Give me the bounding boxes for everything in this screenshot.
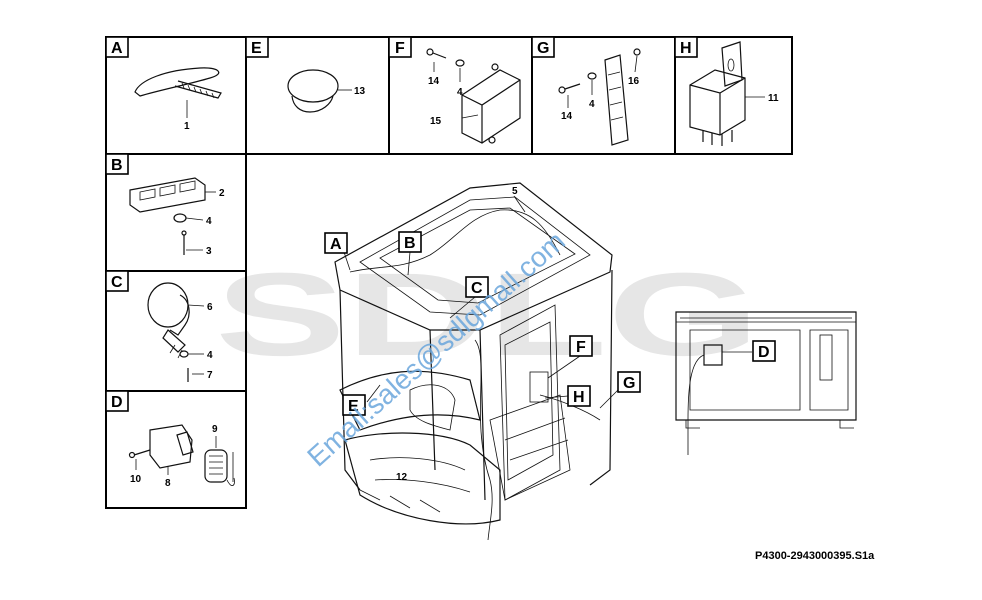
radio-handset-part — [128, 424, 235, 487]
panel-d-letter: D — [111, 394, 123, 411]
side-tag-d: D — [752, 340, 776, 362]
panel-h-letter: H — [680, 40, 692, 57]
panel-e-callout-13: 13 — [354, 86, 366, 97]
drawing-code: P4300-2943000395.S1a — [755, 550, 875, 562]
panel-b-callout-2: 2 — [219, 188, 225, 199]
svg-text:F: F — [576, 339, 586, 356]
main-tag-f: F — [569, 335, 593, 357]
panel-b-callout-3: 3 — [206, 246, 212, 257]
main-callout-5: 5 — [512, 186, 518, 197]
panel-h-callout-11: 11 — [768, 93, 779, 104]
panel-a-tag — [105, 36, 129, 58]
svg-text:B: B — [404, 235, 416, 252]
panel-d-tag — [105, 390, 129, 412]
panel-c-callout-7: 7 — [207, 370, 213, 381]
rear-view-illustration — [675, 311, 857, 455]
main-tag-c: C — [465, 276, 489, 298]
panel-e-tag — [245, 36, 269, 58]
panel-c-callout-4: 4 — [207, 350, 213, 361]
panel-g-callout-16: 16 — [628, 76, 640, 87]
panel-c-callout-6: 6 — [207, 302, 213, 313]
main-callout-12: 12 — [396, 472, 408, 483]
panel-b-letter: B — [111, 157, 123, 174]
watermark-brand: SDLG — [215, 249, 760, 381]
svg-text:D: D — [758, 344, 770, 361]
panel-d-frame — [105, 390, 247, 509]
panel-f-callout-15: 15 — [430, 116, 442, 127]
panel-d-callout-10: 10 — [130, 474, 142, 485]
panel-f-callout-4: 4 — [457, 87, 463, 98]
mounting-bracket-part — [558, 48, 641, 146]
watermark-logo: SDLG — [215, 249, 760, 381]
panel-f-letter: F — [395, 40, 405, 57]
panel-g-callout-14: 14 — [561, 111, 573, 122]
main-tag-g: G — [617, 371, 641, 393]
cab-illustration — [334, 182, 613, 541]
svg-text:A: A — [330, 236, 342, 253]
lamp-housing-part — [129, 177, 216, 255]
panel-d-callout-8: 8 — [165, 478, 171, 489]
speaker-part — [147, 282, 205, 382]
panel-c-letter: C — [111, 274, 123, 291]
main-leader-lines — [343, 195, 619, 409]
plug-part — [287, 69, 352, 113]
panel-g-callout-4: 4 — [589, 99, 595, 110]
panel-h-tag — [674, 36, 698, 58]
svg-text:H: H — [573, 389, 585, 406]
panel-f-tag — [388, 36, 412, 58]
panel-e-letter: E — [251, 40, 262, 57]
svg-text:C: C — [471, 280, 483, 297]
panel-h-frame — [674, 36, 793, 155]
panel-g-tag — [531, 36, 555, 58]
cable-tie-part — [134, 67, 222, 118]
svg-text:E: E — [348, 398, 359, 415]
panel-a-letter: A — [111, 40, 123, 57]
panel-f-callout-14: 14 — [428, 76, 440, 87]
panel-b-tag — [105, 153, 129, 175]
panel-d-callout-9: 9 — [212, 424, 218, 435]
panel-g-letter: G — [537, 40, 549, 57]
panel-b-callout-4: 4 — [206, 216, 212, 227]
main-tag-h: H — [567, 385, 591, 407]
main-tag-a: A — [324, 232, 348, 254]
main-tag-e: E — [342, 394, 366, 416]
control-module-part — [426, 48, 521, 144]
main-tag-b: B — [398, 231, 422, 253]
svg-text:G: G — [623, 375, 635, 392]
panel-a-callout-1: 1 — [184, 121, 190, 132]
panel-c-tag — [105, 270, 129, 292]
relay-part — [689, 41, 765, 146]
